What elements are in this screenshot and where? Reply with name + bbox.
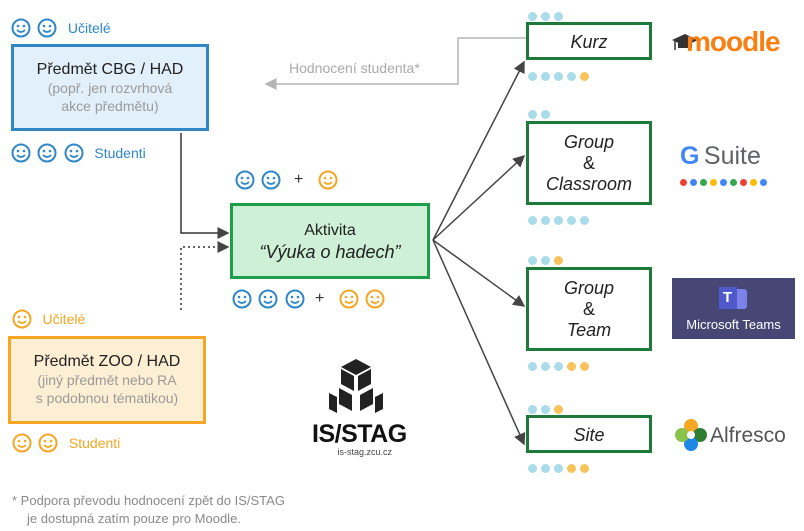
zoo-to-activity-line: [180, 241, 230, 310]
smiley-icon: [232, 289, 252, 309]
gsuite-g-letter: G: [680, 142, 700, 170]
students-zoo: Studenti: [12, 433, 120, 453]
site-dots-bottom: [528, 460, 593, 478]
smiley-icon: [11, 143, 31, 163]
smiley-icon: [285, 289, 305, 309]
students-zoo-label: Studenti: [68, 435, 121, 451]
activity-teachers: [235, 170, 283, 190]
arrow-to-team: [432, 239, 526, 307]
smiley-icon: [37, 18, 57, 38]
subject-cbg-box: Předmět CBG / HAD (popř. jen rozvrhová a…: [11, 44, 209, 131]
activity-teachers-zoo: [318, 170, 340, 190]
teachers-cbg-label: Učitelé: [67, 20, 111, 36]
kurz-dots-bottom: [528, 68, 593, 86]
smiley-icon: [235, 170, 255, 190]
gsuite-wordmark: Suite: [703, 142, 761, 170]
feedback-arrow: [264, 37, 526, 90]
smiley-icon: [37, 143, 57, 163]
smiley-icon: [11, 18, 31, 38]
smiley-icon: [12, 433, 32, 453]
smiley-icon: [318, 170, 338, 190]
alfresco-wordmark: Alfresco: [710, 424, 786, 447]
activity-name: “Výuka o hadech”: [259, 242, 401, 262]
footnote-line-1: * Podpora převodu hodnocení zpět do IS/S…: [12, 493, 285, 508]
plus-sign-top: +: [294, 171, 304, 188]
teams-letter: T: [718, 287, 737, 309]
target-kurz-label: Kurz: [570, 32, 608, 52]
target-site-label: Site: [573, 425, 605, 445]
subject-zoo-note-1: (jiný předmět nebo RA: [37, 372, 177, 388]
footnote: * Podpora převodu hodnocení zpět do IS/S…: [12, 492, 285, 528]
classroom-dots-top: [528, 106, 554, 124]
activity-box: Aktivita “Výuka o hadech”: [230, 203, 430, 279]
classroom-dots-bottom: [528, 212, 593, 230]
arrow-to-kurz: [432, 60, 525, 241]
isstag-wordmark: IS/STAG: [312, 420, 407, 448]
footnote-line-2: je dostupná zatím pouze pro Moodle.: [27, 511, 241, 526]
smiley-icon: [12, 309, 32, 329]
alfresco-flower-icon: [675, 419, 707, 451]
moodle-wordmark: moodle: [686, 26, 781, 57]
arrow-to-site: [432, 239, 526, 446]
site-dots-top: [528, 401, 567, 419]
subject-cbg-title: Předmět CBG / HAD: [36, 61, 184, 78]
activity-students: [232, 289, 307, 309]
smiley-icon: [258, 289, 278, 309]
target-classroom-line2: &: [582, 153, 595, 173]
arrow-to-classroom: [432, 154, 526, 241]
target-team-line2: &: [582, 299, 595, 319]
teachers-zoo-label: Učitelé: [42, 311, 86, 327]
target-site: Site: [526, 415, 652, 453]
subject-cbg-note-2: akce předmětu): [61, 98, 159, 114]
smiley-icon: [38, 433, 58, 453]
smiley-icon: [261, 170, 281, 190]
team-dots-top: [528, 252, 567, 270]
isstag-logo: IS/STAG is-stag.zcu.cz: [312, 355, 407, 457]
activity-students-zoo: [339, 289, 387, 309]
teams-icon: T: [718, 287, 749, 311]
target-classroom-line3: Classroom: [545, 174, 633, 194]
target-team-line1: Group: [563, 278, 615, 298]
smiley-icon: [64, 143, 84, 163]
subject-zoo-title: Předmět ZOO / HAD: [33, 353, 181, 370]
target-kurz: Kurz: [526, 22, 652, 60]
target-classroom-line1: Group: [563, 132, 615, 152]
team-dots-bottom: [528, 358, 593, 376]
teachers-cbg: Učitelé: [11, 18, 111, 38]
isstag-cube-icon: [329, 359, 383, 413]
plus-sign-bottom: +: [315, 290, 325, 307]
teachers-zoo: Učitelé: [12, 309, 85, 329]
gsuite-app-icons: [680, 173, 790, 191]
target-team: Group & Team: [526, 267, 652, 351]
feedback-label: Hodnocení studenta*: [289, 60, 420, 76]
teams-wordmark: Microsoft Teams: [686, 317, 781, 332]
subject-cbg-note-1: (popř. jen rozvrhová: [47, 80, 173, 96]
students-cbg: Studenti: [11, 143, 146, 163]
smiley-icon: [339, 289, 359, 309]
students-cbg-label: Studenti: [94, 145, 146, 161]
target-team-line3: Team: [566, 320, 612, 340]
kurz-dots-top: [528, 8, 567, 26]
graduation-cap-icon: [672, 34, 698, 50]
activity-title: Aktivita: [304, 222, 356, 239]
isstag-url: is-stag.zcu.cz: [337, 447, 392, 457]
cbg-to-activity-line: [180, 133, 230, 239]
subject-zoo-box: Předmět ZOO / HAD (jiný předmět nebo RA …: [8, 336, 206, 424]
subject-zoo-note-2: s podobnou tématikou): [35, 390, 179, 406]
smiley-icon: [365, 289, 385, 309]
gsuite-logo: G Suite: [680, 142, 790, 191]
teams-logo: T Microsoft Teams: [672, 278, 795, 339]
target-classroom: Group & Classroom: [526, 121, 652, 205]
